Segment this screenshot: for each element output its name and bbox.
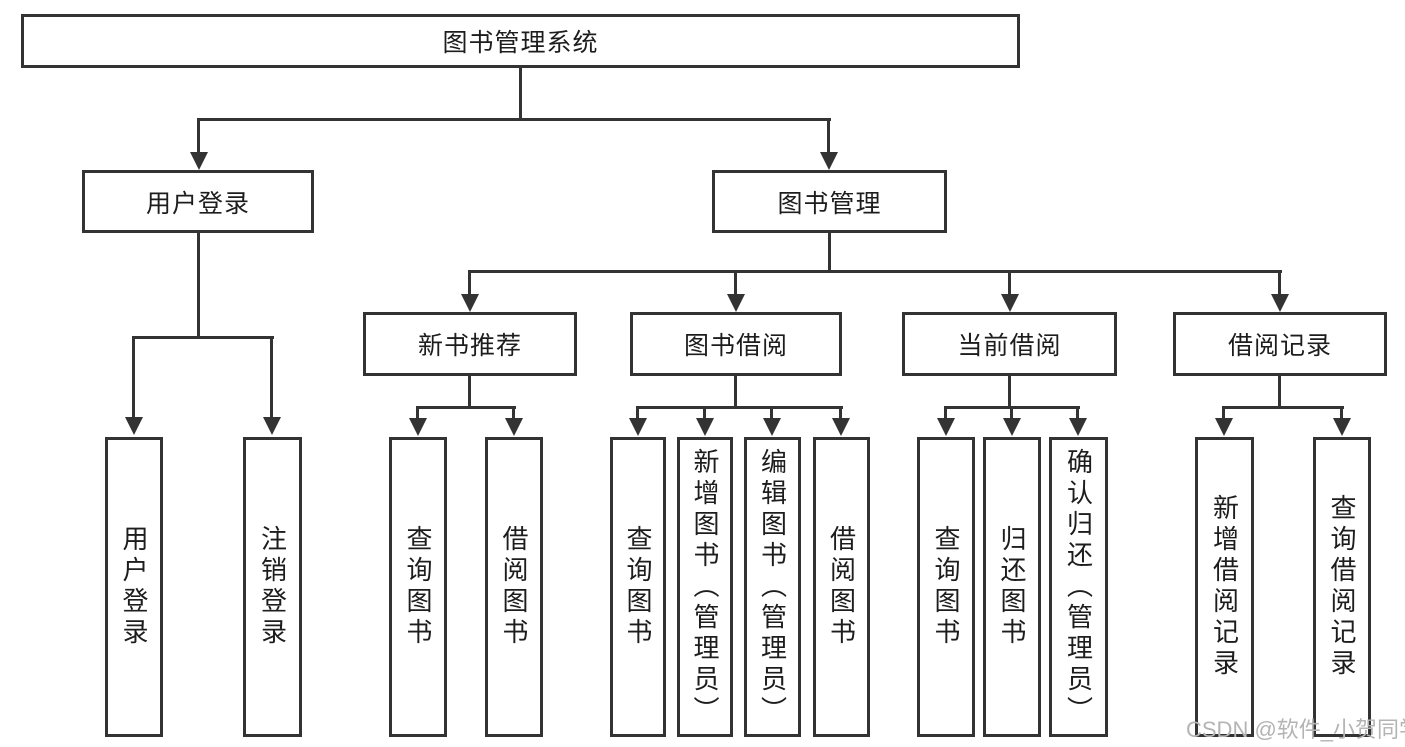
leaf-borrow-query-label: 查询图书	[623, 525, 653, 649]
node-new-book-rec-label: 新书推荐	[417, 332, 522, 360]
leaf-current-confirm-label: 确认归还（管理员）	[1063, 447, 1094, 727]
node-user-login: 用户登录	[82, 170, 314, 233]
arrow-down-newbook-2	[505, 406, 523, 436]
leaf-current-return-label: 归还图书	[997, 525, 1027, 649]
leaf-current-return: 归还图书	[983, 437, 1041, 737]
node-library-system-label: 图书管理系统	[442, 29, 599, 57]
leaf-user-login-label: 用户登录	[119, 525, 149, 649]
leaf-logout-label: 注销登录	[257, 525, 288, 649]
node-book-borrow: 图书借阅	[630, 312, 842, 376]
connector-newbook-stem	[468, 376, 471, 406]
node-new-book-rec: 新书推荐	[363, 312, 577, 376]
leaf-borrow-query: 查询图书	[610, 437, 666, 737]
arrow-down-current-3	[1069, 406, 1087, 436]
arrow-down-records-2	[1333, 406, 1351, 436]
leaf-user-login: 用户登录	[105, 437, 163, 737]
leaf-borrow-add: 新增图书（管理员）	[677, 437, 733, 737]
node-current-borrow-label: 当前借阅	[957, 332, 1062, 360]
arrow-down-to-book-borrow	[727, 270, 745, 312]
arrow-down-current-2	[1003, 406, 1021, 436]
connector-mgmt-stem	[828, 233, 831, 270]
arrow-down-borrow-1	[629, 406, 647, 436]
arrow-down-borrow-2	[696, 406, 714, 436]
node-user-login-label: 用户登录	[145, 189, 250, 218]
leaf-records-query-label: 查询借阅记录	[1327, 494, 1357, 680]
leaf-records-add: 新增借阅记录	[1195, 437, 1254, 737]
connector-login-stem	[197, 233, 200, 336]
arrow-down-newbook-1	[409, 406, 427, 436]
node-library-system: 图书管理系统	[21, 14, 1020, 68]
node-book-mgmt-label: 图书管理	[777, 189, 882, 218]
arrow-down-to-user-login	[190, 118, 208, 170]
node-current-borrow: 当前借阅	[902, 312, 1117, 376]
leaf-borrow-add-label: 新增图书（管理员）	[690, 447, 720, 727]
csdn-watermark: CSDN @软件_小贺同学	[1186, 717, 1405, 742]
leaf-records-query: 查询借阅记录	[1313, 437, 1371, 737]
connector-root-stem	[519, 68, 522, 118]
node-book-mgmt: 图书管理	[712, 170, 947, 233]
connector-borrow-stem	[734, 376, 737, 406]
leaf-newbook-query-label: 查询图书	[403, 525, 433, 649]
arrow-down-records-1	[1215, 406, 1233, 436]
connector-records-stem	[1278, 376, 1281, 406]
leaf-newbook-query: 查询图书	[389, 437, 447, 737]
arrow-down-to-current-borrow	[1001, 270, 1019, 312]
connector-borrow-bus	[636, 406, 843, 409]
node-book-borrow-label: 图书借阅	[683, 332, 788, 360]
arrow-down-to-leaf-logout	[263, 336, 281, 435]
leaf-current-query-label: 查询图书	[931, 525, 961, 649]
connector-root-bus	[198, 118, 831, 121]
node-borrow-records-label: 借阅记录	[1227, 332, 1332, 360]
connector-newbook-bus	[416, 406, 516, 409]
leaf-current-query: 查询图书	[917, 437, 975, 737]
node-borrow-records: 借阅记录	[1173, 312, 1387, 376]
leaf-newbook-borrow-label: 借阅图书	[499, 525, 529, 649]
arrow-down-to-borrow-records	[1271, 270, 1289, 312]
arrow-down-to-new-book	[461, 270, 479, 312]
leaf-borrow-edit-label: 编辑图书（管理员）	[757, 447, 788, 727]
leaf-current-confirm: 确认归还（管理员）	[1049, 437, 1108, 737]
leaf-newbook-borrow: 借阅图书	[485, 437, 543, 737]
leaf-logout: 注销登录	[243, 437, 302, 737]
leaf-borrow-borrow-label: 借阅图书	[826, 525, 857, 649]
leaf-records-add-label: 新增借阅记录	[1209, 494, 1240, 680]
arrow-down-to-leaf-user-login	[125, 336, 143, 435]
leaf-borrow-edit: 编辑图书（管理员）	[744, 437, 801, 737]
leaf-borrow-borrow: 借阅图书	[813, 437, 870, 737]
connector-current-stem	[1008, 376, 1011, 406]
connector-login-bus	[133, 336, 274, 339]
arrow-down-borrow-4	[832, 406, 850, 436]
connector-mgmt-bus	[468, 270, 1282, 273]
arrow-down-borrow-3	[763, 406, 781, 436]
connector-records-bus	[1222, 406, 1344, 409]
arrow-down-current-1	[937, 406, 955, 436]
arrow-down-to-book-mgmt	[820, 118, 838, 170]
